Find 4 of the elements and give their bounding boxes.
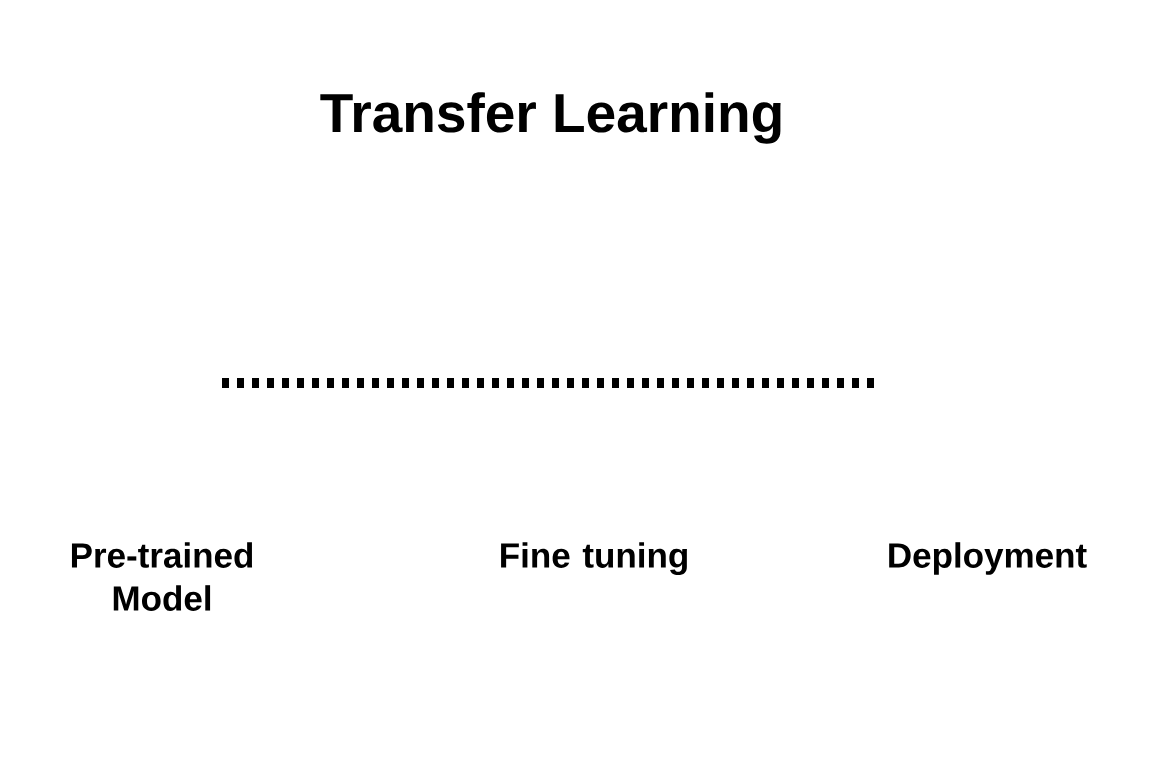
title: Transfer Learning [320, 92, 781, 144]
stage-label: Pre-trained Model [71, 542, 253, 611]
stage-label: Fine tuning [501, 542, 687, 575]
stage-label: Deployment [889, 542, 1087, 575]
